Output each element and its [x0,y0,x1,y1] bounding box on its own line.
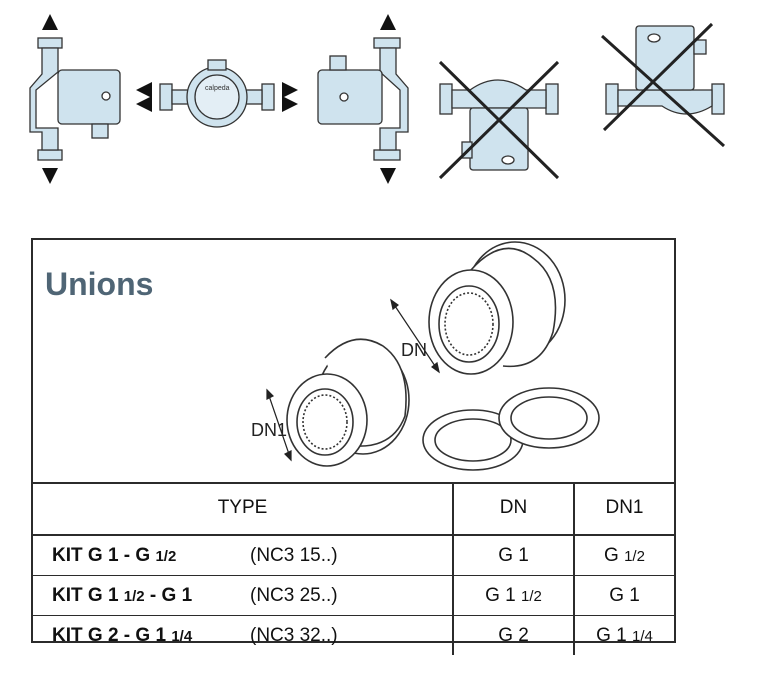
dn-value: G 2 [453,615,575,655]
pump-horizontal-front-view: calpeda [136,59,298,128]
svg-text:calpeda: calpeda [205,85,230,92]
section-title: Unions [45,266,154,302]
kit-name: KIT G 1 1/2 - G 1 [52,584,193,606]
dn1-value: G 1 1/4 [574,615,674,655]
header-dn1: DN1 [574,482,674,536]
table-header-row: TYPE DN DN1 [33,482,674,536]
dn1-dimension-line [266,389,292,461]
gasket-rings [422,387,600,471]
unions-panel: Unions [31,238,676,655]
pump-vertical-motor-right [29,14,121,184]
large-union-nut [428,241,566,375]
table-row: KIT G 2 - G 1 1/4 (NC3 32..) G 2 G 1 1/4 [33,615,674,655]
dn-dimension-line [390,299,440,373]
unions-table: TYPE DN DN1 KIT G 1 - G 1/2 (NC3 15..) G … [33,482,674,655]
header-dn: DN [453,482,575,536]
kit-name: KIT G 2 - G 1 1/4 [52,624,193,646]
union-fittings-drawing: DN DN1 [251,241,600,471]
kit-code: (NC3 25..) [250,584,338,606]
small-union-nut [286,338,410,467]
kit-code: (NC3 15..) [250,544,338,566]
pump-orientation-illustrations: calpeda [29,14,726,184]
dn1-value: G 1/2 [604,544,645,566]
dn-label: DN [401,340,427,360]
unions-header: Unions [33,240,674,484]
dn-value: G 1 1/2 [453,575,575,616]
kit-code: (NC3 32..) [250,624,338,646]
pump-vertical-motor-left [317,14,409,184]
kit-name: KIT G 1 - G 1/2 [52,544,177,566]
table-row: KIT G 1 1/2 - G 1 (NC3 25..) G 1 1/2 G 1 [33,575,674,616]
pump-motor-down-not-allowed [438,60,560,180]
dn-value: G 1 [453,535,575,576]
header-type: TYPE [33,482,454,536]
dn1-label: DN1 [251,420,287,440]
pump-motor-up-not-allowed [600,22,726,148]
dn1-value: G 1 [574,575,674,616]
table-row: KIT G 1 - G 1/2 (NC3 15..) G 1 G 1/2 [33,535,674,576]
